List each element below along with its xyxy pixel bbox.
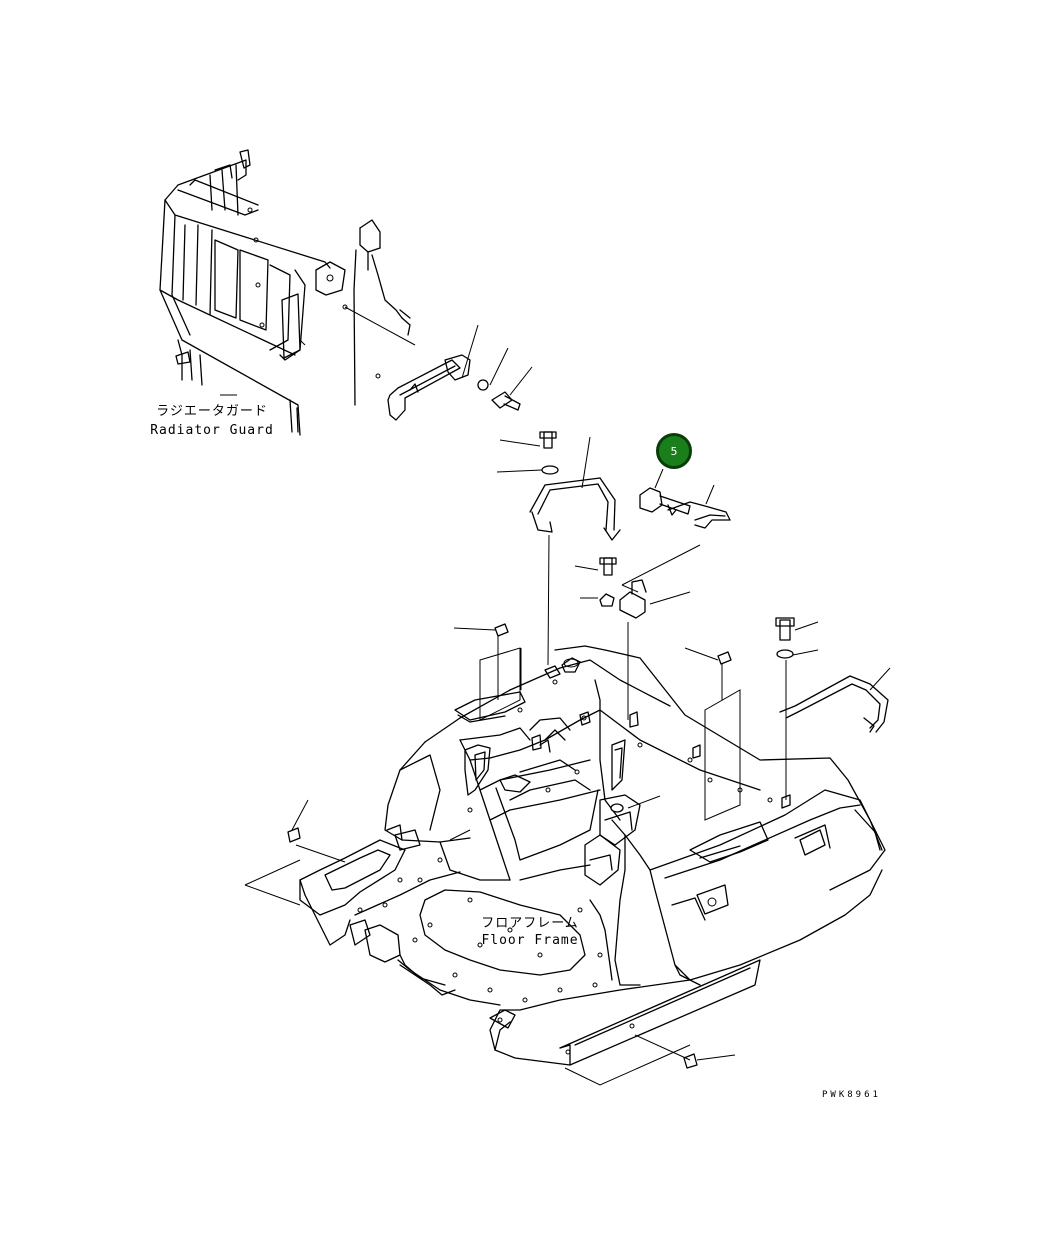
handrail-parts — [453, 431, 891, 800]
radiator-guard-label-en: Radiator Guard — [150, 423, 274, 438]
radiator-guard-label-jp: ラジエータガード — [156, 404, 268, 419]
radiator-guard — [159, 149, 533, 436]
floor-frame — [244, 636, 886, 1086]
drawing-code: PWK8961 — [822, 1090, 881, 1100]
part-callout-5[interactable]: 5 — [656, 433, 692, 469]
floor-frame-label-en: Floor Frame — [481, 933, 579, 948]
floor-frame-label-jp: フロアフレーム — [481, 916, 579, 931]
